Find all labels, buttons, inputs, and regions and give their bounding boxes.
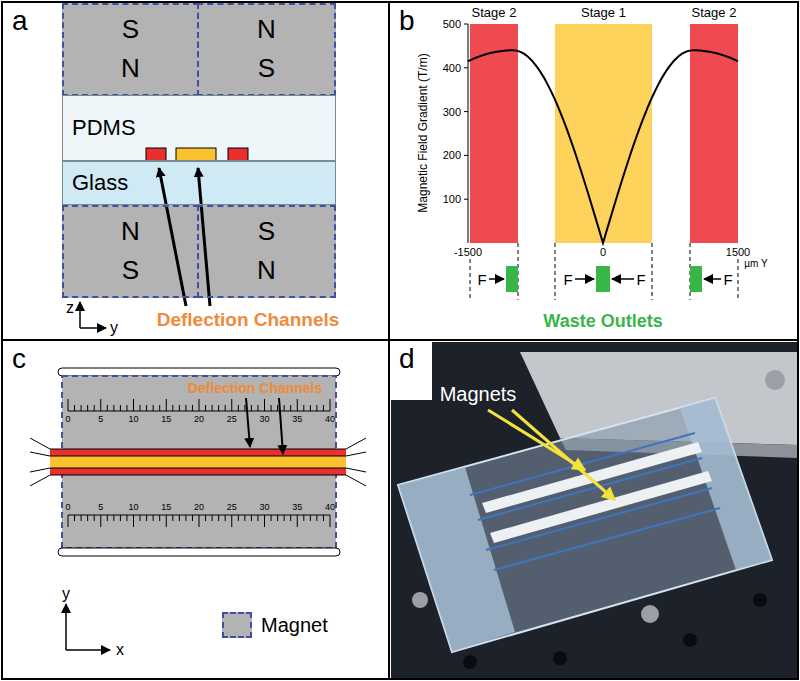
callout-label: Deflection Channels <box>188 380 323 396</box>
tick-label: 500 <box>443 18 461 31</box>
pole-label: N <box>257 256 276 286</box>
layer-label: PDMS <box>72 115 136 140</box>
axis-label: x <box>116 641 124 659</box>
stage-label: Stage 2 <box>472 6 517 21</box>
stage-band: Stage 1 <box>555 24 652 243</box>
axis-label: z <box>66 299 74 317</box>
ruler-number: 35 <box>292 502 302 512</box>
layer-label: Glass <box>72 170 128 195</box>
ruler-number: 20 <box>194 502 204 512</box>
pole-label: N <box>121 54 140 84</box>
callout-label: Magnets <box>440 383 517 406</box>
ruler-number: 10 <box>128 502 138 512</box>
stage-label: Stage 2 <box>692 6 737 21</box>
axis-title: Magnetic Field Gradient (T/m) <box>417 53 431 212</box>
tick-label: 400 <box>443 61 461 74</box>
magnet-block: SN <box>197 205 336 298</box>
pole-label: S <box>122 256 139 286</box>
ruler-number: 20 <box>194 414 204 424</box>
axis-label: y <box>110 319 118 337</box>
pole-label: S <box>258 54 275 84</box>
ruler-number: 15 <box>161 502 171 512</box>
axis-label: y <box>62 585 70 603</box>
stage-band: Stage 2 <box>470 24 518 243</box>
axis-unit: µm Y <box>744 258 767 270</box>
magnet-block: NS <box>197 3 336 96</box>
tick-label: -1500 <box>454 246 482 259</box>
glass-layer: Glass <box>62 161 336 205</box>
pole-label: N <box>121 217 140 247</box>
magnet-block: NS <box>62 205 199 298</box>
ruler-number: 0 <box>65 502 70 512</box>
ruler-number: 15 <box>161 414 171 424</box>
ruler-number: 10 <box>128 414 138 424</box>
force-label: F <box>723 271 732 288</box>
ruler-number: 0 <box>65 414 70 424</box>
tick-label: 200 <box>443 149 461 162</box>
force-label: F <box>477 271 486 288</box>
panel-letter: a <box>12 5 379 37</box>
ruler-number: 30 <box>259 414 269 424</box>
stage-label: Stage 1 <box>581 6 626 21</box>
gradient-chart <box>464 24 738 300</box>
panel-letter: c <box>12 343 379 375</box>
cross-section <box>62 3 336 328</box>
panel-letter: d <box>399 343 788 375</box>
ruler-number: 25 <box>227 502 237 512</box>
ruler-number: 5 <box>98 414 103 424</box>
legend-text: Magnet <box>261 614 328 637</box>
tick-label: 0 <box>600 246 606 259</box>
pdms-layer: PDMS <box>62 95 336 161</box>
callout-label: Waste Outlets <box>543 311 662 332</box>
force-label: F <box>636 271 645 288</box>
tick-label: 1500 <box>726 246 750 259</box>
pole-label: S <box>122 15 139 45</box>
stage-band: Stage 2 <box>690 24 738 243</box>
pole-label: N <box>257 15 276 45</box>
ruler-number: 35 <box>292 414 302 424</box>
figure-panel: aSNNSPDMSGlassNSSN <box>1 1 390 341</box>
gradient-curve <box>468 50 738 243</box>
tick-label: 300 <box>443 105 461 118</box>
force-label: F <box>563 271 572 288</box>
ruler-number: 30 <box>259 502 269 512</box>
legend-entry: Magnet <box>222 612 328 638</box>
ruler-number: 40 <box>325 414 335 424</box>
legend-swatch <box>222 612 252 638</box>
ruler-number: 5 <box>98 502 103 512</box>
callout-label: Deflection Channels <box>157 309 340 331</box>
magnet-block: SN <box>62 3 199 96</box>
top-view <box>30 368 366 650</box>
ruler-number: 40 <box>325 502 335 512</box>
ruler-number: 25 <box>227 414 237 424</box>
device-photo <box>391 342 797 678</box>
tick-label: 100 <box>443 193 461 206</box>
pole-label: S <box>258 217 275 247</box>
figure-panel: bStage 2Stage 1Stage 2 <box>388 1 799 341</box>
